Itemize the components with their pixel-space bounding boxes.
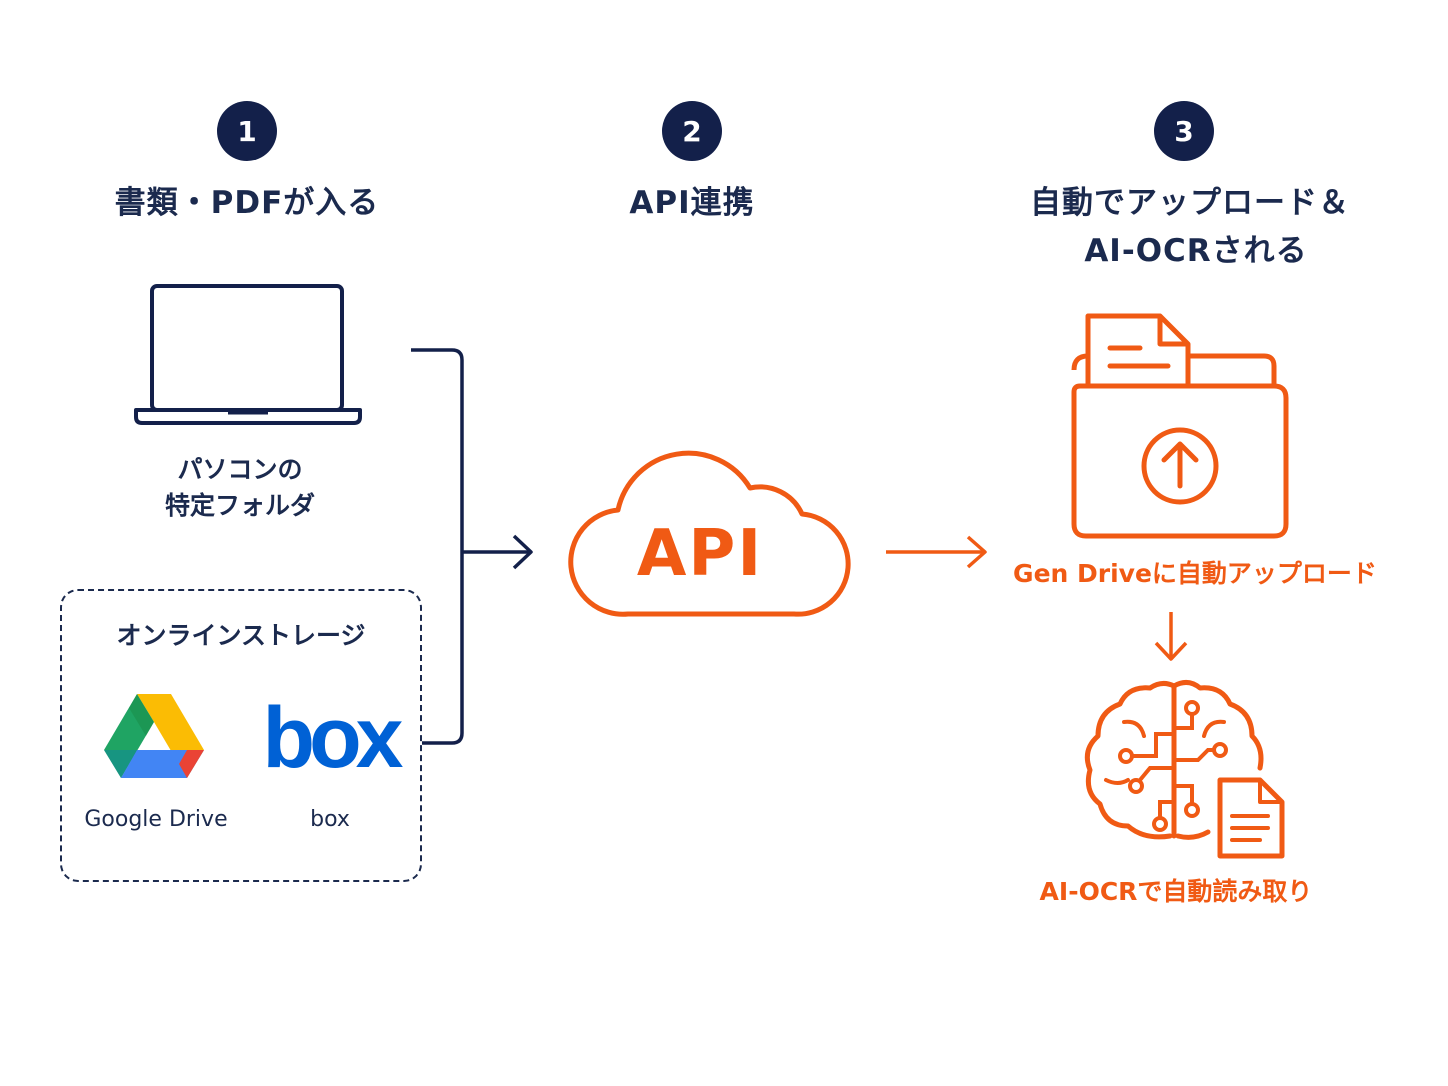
google-drive-label: Google Drive <box>84 807 228 832</box>
cloud-icon <box>568 450 851 617</box>
laptop-label-line2: 特定フォルダ <box>164 491 315 520</box>
laptop-label-line1: パソコンの <box>177 455 303 484</box>
online-storage-group <box>60 589 422 882</box>
step-1-badge: 1 <box>217 101 277 161</box>
api-label: API <box>636 517 764 591</box>
box-label: box <box>310 807 350 832</box>
ai-brain-document-icon <box>1084 680 1285 859</box>
laptop-icon <box>134 284 362 425</box>
ocr-label: AI-OCRで自動読み取り <box>1039 877 1313 906</box>
step-2-badge: 2 <box>662 101 722 161</box>
upload-label: Gen Driveに自動アップロード <box>1013 559 1377 588</box>
step-2-title: API連携 <box>629 185 755 221</box>
google-drive-icon <box>104 694 204 778</box>
step-3-title-line1: 自動でアップロード＆ <box>1030 185 1350 221</box>
step-3-badge: 3 <box>1154 101 1214 161</box>
step-1-title: 書類・PDFが入る <box>114 185 380 221</box>
step-3-title-line2: AI-OCRされる <box>1084 233 1308 269</box>
folder-upload-icon <box>1071 313 1289 539</box>
box-logo: box <box>262 690 404 786</box>
online-storage-title: オンラインストレージ <box>116 621 366 650</box>
